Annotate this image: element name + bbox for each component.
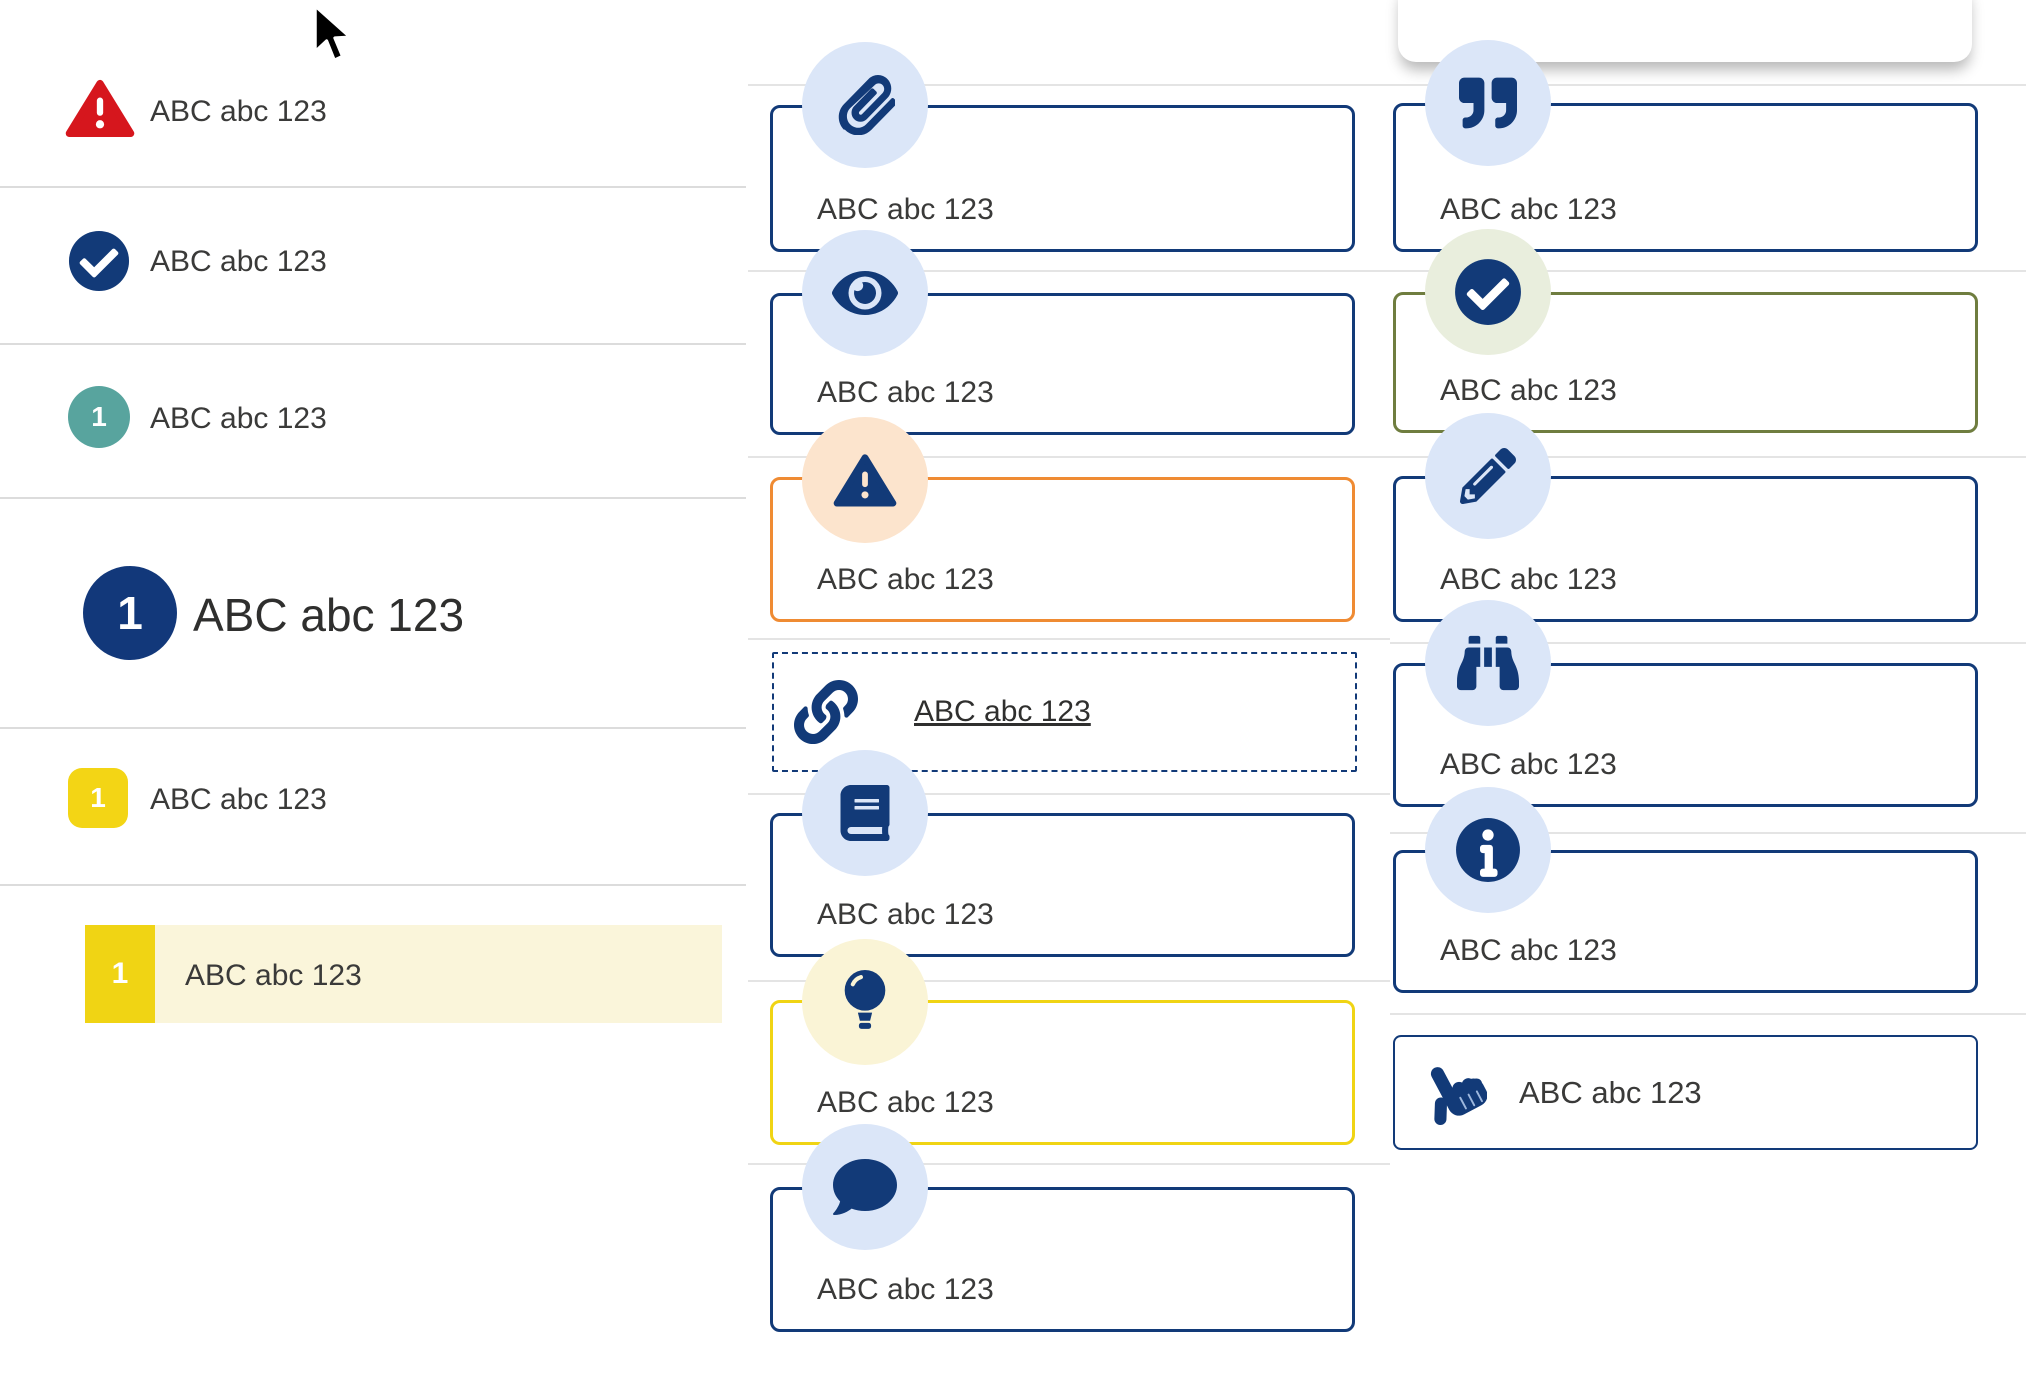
divider bbox=[1390, 84, 2026, 86]
mouse-cursor-icon bbox=[312, 4, 358, 72]
card-label: ABC abc 123 bbox=[817, 563, 994, 596]
divider bbox=[0, 343, 746, 345]
divider bbox=[748, 1163, 1390, 1165]
card-success[interactable]: ABC abc 123 bbox=[1393, 292, 1978, 433]
list-item-label[interactable]: ABC abc 123 bbox=[150, 783, 327, 816]
number-badge: 1 bbox=[83, 566, 177, 660]
divider bbox=[1390, 456, 2026, 458]
divider bbox=[748, 84, 1390, 86]
divider bbox=[748, 980, 1390, 982]
divider bbox=[1390, 1013, 2026, 1015]
card-label: ABC abc 123 bbox=[817, 193, 994, 226]
divider bbox=[748, 270, 1390, 272]
card-label: ABC abc 123 bbox=[1440, 193, 1617, 226]
row-highlight bbox=[155, 925, 722, 1023]
divider bbox=[1390, 642, 2026, 644]
check-circle-icon bbox=[68, 230, 130, 292]
badge-number: 1 bbox=[111, 957, 129, 990]
number-badge: 1 bbox=[85, 925, 155, 1023]
info-circle-icon bbox=[1425, 787, 1551, 913]
badge-number: 1 bbox=[90, 782, 106, 813]
badge-number: 1 bbox=[91, 401, 107, 432]
divider bbox=[748, 793, 1390, 795]
pencil-icon bbox=[1425, 413, 1551, 539]
lightbulb-icon bbox=[802, 939, 928, 1065]
divider bbox=[1390, 270, 2026, 272]
divider bbox=[1390, 832, 2026, 834]
number-badge: 1 bbox=[68, 386, 130, 448]
chat-dots-icon bbox=[802, 1124, 928, 1250]
list-item-label[interactable]: ABC abc 123 bbox=[150, 95, 327, 128]
divider bbox=[0, 727, 746, 729]
badge-number: 1 bbox=[117, 587, 143, 639]
warning-triangle-icon bbox=[802, 417, 928, 543]
quote-icon bbox=[1425, 40, 1551, 166]
card-label: ABC abc 123 bbox=[1440, 934, 1617, 967]
card-label: ABC abc 123 bbox=[817, 898, 994, 931]
eye-icon bbox=[802, 230, 928, 356]
card-label: ABC abc 123 bbox=[817, 1273, 994, 1306]
card-label: ABC abc 123 bbox=[1440, 748, 1617, 781]
binoculars-icon bbox=[1425, 600, 1551, 726]
list-item-label[interactable]: ABC abc 123 bbox=[150, 245, 327, 278]
divider bbox=[748, 456, 1390, 458]
card-visibility[interactable]: ABC abc 123 bbox=[770, 293, 1355, 435]
list-item-label[interactable]: ABC abc 123 bbox=[193, 589, 465, 641]
card-label[interactable]: ABC abc 123 bbox=[1519, 1074, 1702, 1110]
card-action[interactable]: ABC abc 123 bbox=[1393, 1035, 1978, 1150]
card-label: ABC abc 123 bbox=[817, 1086, 994, 1119]
card-label: ABC abc 123 bbox=[1440, 374, 1617, 407]
paperclip-icon bbox=[802, 42, 928, 168]
divider bbox=[0, 884, 746, 886]
list-item-label[interactable]: ABC abc 123 bbox=[150, 402, 327, 435]
hand-pointer-icon bbox=[1421, 1057, 1487, 1129]
card-comment[interactable]: ABC abc 123 bbox=[770, 1187, 1355, 1332]
divider bbox=[748, 638, 1390, 640]
divider bbox=[0, 497, 746, 499]
list-item-label[interactable]: ABC abc 123 bbox=[185, 959, 362, 992]
warning-triangle-icon bbox=[65, 76, 135, 140]
book-icon bbox=[802, 750, 928, 876]
link-icon bbox=[794, 680, 858, 744]
card-label: ABC abc 123 bbox=[817, 376, 994, 409]
card-info[interactable]: ABC abc 123 bbox=[1393, 850, 1978, 993]
number-badge: 1 bbox=[68, 768, 128, 828]
card-link-text[interactable]: ABC abc 123 bbox=[914, 695, 1091, 728]
check-circle-icon bbox=[1425, 229, 1551, 355]
card-label: ABC abc 123 bbox=[1440, 563, 1617, 596]
divider bbox=[0, 186, 746, 188]
